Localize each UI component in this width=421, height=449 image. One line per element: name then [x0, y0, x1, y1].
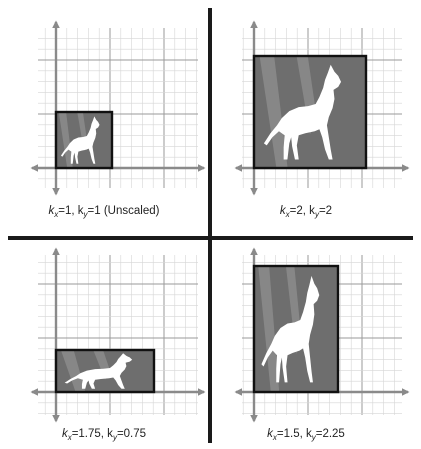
- panel-kx2-ky2: kx=2, ky=2: [234, 20, 410, 219]
- coordinate-grid: [38, 28, 198, 188]
- backdrop-stripes: [259, 56, 317, 168]
- panel-unscaled: kx=1, ky=1 (Unscaled): [30, 20, 206, 219]
- scaled-image: [54, 110, 114, 170]
- image-border: [252, 54, 368, 170]
- image-border: [252, 264, 340, 394]
- backdrop-stripes: [60, 350, 111, 392]
- axes: [30, 247, 206, 423]
- panel-kx1.75-ky0.75: kx=1.75, ky=0.75: [30, 247, 206, 442]
- caption: kx=2, ky=2: [280, 205, 332, 219]
- scaled-image: [54, 348, 156, 394]
- image-border: [54, 348, 156, 394]
- backdrop-stripes: [58, 112, 88, 168]
- image-border: [54, 110, 114, 170]
- backdrop-stripes: [258, 266, 302, 392]
- panel-kx1.5-ky2.25: kx=1.5, ky=2.25: [234, 247, 410, 442]
- scaled-image: [252, 54, 368, 170]
- caption: kx=1, ky=1 (Unscaled): [49, 205, 160, 219]
- caption: kx=1.5, ky=2.25: [267, 428, 345, 442]
- scaled-image: [252, 264, 340, 394]
- caption: kx=1.75, ky=0.75: [62, 428, 146, 442]
